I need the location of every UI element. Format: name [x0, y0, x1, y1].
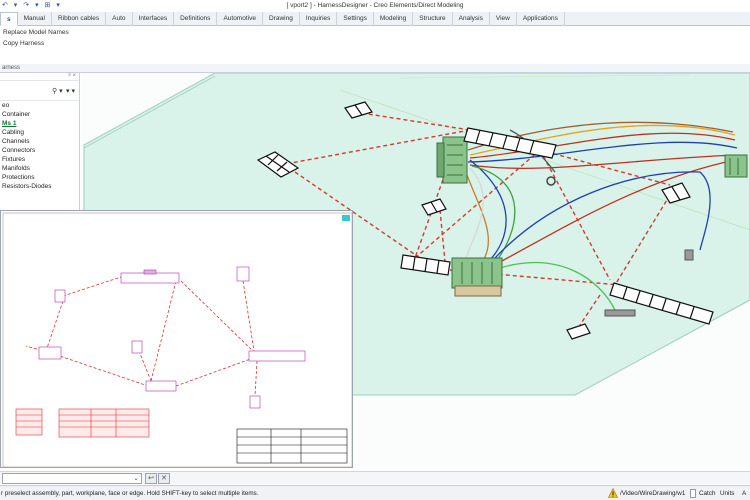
- tab-harness[interactable]: s: [0, 12, 18, 26]
- units-label[interactable]: Units: [720, 490, 735, 497]
- tab-drawing[interactable]: Drawing: [263, 12, 300, 26]
- tree-item-channels[interactable]: Channels: [2, 138, 30, 145]
- warning-icon[interactable]: [608, 488, 618, 498]
- connector-bottom[interactable]: [451, 257, 503, 297]
- tab-analysis[interactable]: Analysis: [453, 12, 490, 26]
- tree-item-fixtures[interactable]: Fixtures: [2, 156, 26, 163]
- catch-label[interactable]: Catch: [699, 490, 716, 497]
- title-bar: ↶ ▾ ↷ ▾ ⊞ ▾ [ vport2 ] - HarnessDesigner…: [0, 0, 750, 12]
- drawing-window[interactable]: [0, 210, 353, 468]
- structure-browser: ᵖ × ⚲ ▾ ▾ ▾ eo Container Ms 1 Cabling Ch…: [0, 73, 80, 210]
- tab-applications[interactable]: Applications: [517, 12, 565, 26]
- quick-access-toolbar[interactable]: ↶ ▾ ↷ ▾ ⊞ ▾: [2, 2, 62, 9]
- metal-clips: [546, 176, 694, 317]
- tree-item-ms1[interactable]: Ms 1: [2, 120, 17, 127]
- panel-pin-close[interactable]: ᵖ ×: [0, 73, 79, 81]
- wire-bundles: [464, 121, 738, 311]
- enter-command-button[interactable]: ↩: [145, 473, 157, 484]
- replace-model-names-button[interactable]: Replace Model Names: [3, 29, 69, 36]
- chevron-down-icon[interactable]: ⌄: [133, 475, 139, 482]
- drawing-tables: [15, 408, 150, 438]
- tree-item-resistors-diodes[interactable]: Resistors-Diodes: [2, 183, 52, 190]
- tree-item-connectors[interactable]: Connectors: [2, 147, 36, 154]
- ribbon-group-label: arness: [0, 64, 750, 73]
- tab-interfaces[interactable]: Interfaces: [133, 12, 175, 26]
- status-prompt: r preselect assembly, part, workplane, f…: [1, 490, 259, 497]
- command-line: ⌄ ↩ ✕: [0, 471, 750, 484]
- drawing-title-block: [236, 428, 348, 464]
- copy-harness-button[interactable]: Copy Harness: [3, 40, 45, 47]
- tab-modeling[interactable]: Modeling: [374, 12, 414, 26]
- filter-icon[interactable]: ▾ ▾: [66, 88, 75, 95]
- ribbon-tab-bar: s Manual Ribbon cables Auto Interfaces D…: [0, 12, 750, 26]
- drawing-connectors: [38, 266, 306, 409]
- status-bar: r preselect assembly, part, workplane, f…: [0, 485, 750, 500]
- connector-right[interactable]: [724, 154, 748, 178]
- tree-item-cabling[interactable]: Cabling: [2, 129, 25, 136]
- command-input[interactable]: ⌄: [2, 473, 142, 484]
- connector-top[interactable]: [436, 136, 468, 184]
- tab-ribbon-cables[interactable]: Ribbon cables: [52, 12, 107, 26]
- tab-settings[interactable]: Settings: [337, 12, 374, 26]
- terminal-tables: [256, 101, 714, 340]
- tree-toolbar: ⚲ ▾ ▾ ▾: [0, 81, 79, 101]
- status-trailing-label[interactable]: A: [742, 490, 747, 497]
- ribbon-body: Replace Model Names Copy Harness: [0, 26, 750, 64]
- tab-inquiries[interactable]: Inquiries: [300, 12, 338, 26]
- harness-2d-drawing: [2, 212, 352, 467]
- window-title: [ vport2 ] - HarnessDesigner - Creo Elem…: [286, 2, 464, 9]
- tab-structure[interactable]: Structure: [413, 12, 453, 26]
- tree-item-manifolds[interactable]: Manifolds: [2, 165, 30, 172]
- tab-automotive[interactable]: Automotive: [217, 12, 263, 26]
- cancel-command-button[interactable]: ✕: [158, 473, 170, 484]
- current-workplane-path[interactable]: /Video/WireDrawing/w1: [620, 490, 686, 497]
- tab-view[interactable]: View: [490, 12, 517, 26]
- binoculars-icon[interactable]: ⚲ ▾: [52, 88, 63, 95]
- path-field-box[interactable]: [690, 489, 696, 498]
- tab-manual[interactable]: Manual: [18, 12, 52, 26]
- tab-auto[interactable]: Auto: [106, 12, 133, 26]
- tab-definitions[interactable]: Definitions: [174, 12, 218, 26]
- tree-item-protections[interactable]: Protections: [2, 174, 35, 181]
- tree-item[interactable]: eo: [2, 102, 10, 109]
- tree-item-container[interactable]: Container: [2, 111, 31, 118]
